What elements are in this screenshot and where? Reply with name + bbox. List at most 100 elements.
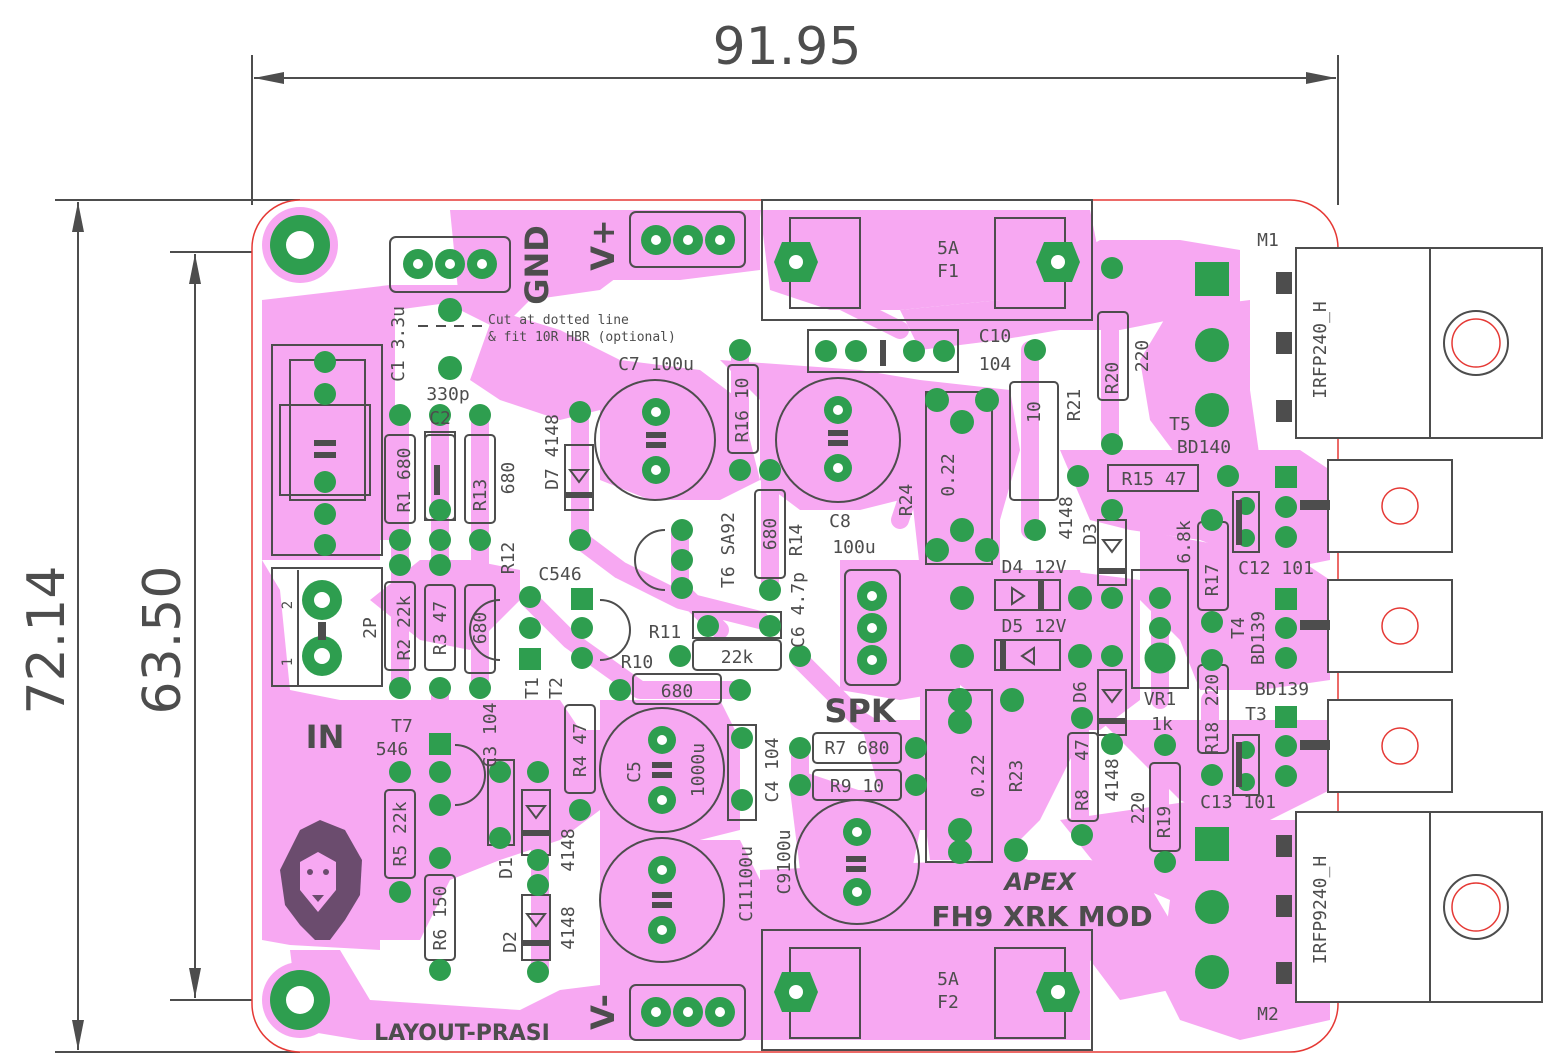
r17-value: 6.8k xyxy=(1174,520,1195,564)
c5-value: 1000u xyxy=(688,743,709,797)
c10-value: 104 xyxy=(979,354,1012,375)
d6-ref: D6 xyxy=(1070,681,1091,703)
pin1-label: 1 xyxy=(280,658,296,666)
d6-value: 4148 xyxy=(1102,758,1123,801)
t7-ref: T7 xyxy=(391,716,413,737)
c2-ref: C2 xyxy=(429,408,451,429)
c546-label: C546 xyxy=(538,564,581,585)
c4-label: C4 104 xyxy=(762,737,783,802)
transistor-t4-body xyxy=(1300,579,1453,673)
r7-label: R7 680 xyxy=(824,738,889,759)
c5-ref: C5 xyxy=(624,761,645,783)
r24-ref: R24 xyxy=(896,484,917,517)
d5-label: D5 12V xyxy=(1001,616,1066,637)
c3-label: C3 104 xyxy=(480,702,501,767)
mosfet-m1-part: IRFP240_H xyxy=(1310,301,1331,399)
r18-ref: R18 xyxy=(1202,722,1223,755)
c6-label: C6 4.7p xyxy=(788,572,809,648)
d4-label: D4 12V xyxy=(1001,557,1066,578)
apex-logo: APEX xyxy=(1002,868,1077,896)
fuse-f2-ref: F2 xyxy=(937,992,959,1013)
gnd-label: GND xyxy=(518,225,556,305)
fuse-f1-value: 5A xyxy=(937,238,959,259)
r12-value: 680 xyxy=(470,612,491,645)
r14-ref: R14 xyxy=(786,524,807,557)
d2-ref: D2 xyxy=(500,931,521,953)
d2-value: 4148 xyxy=(558,906,579,949)
c8-ref: C8 xyxy=(829,511,851,532)
r21-ref: R21 xyxy=(1064,389,1085,422)
r23-ref: R23 xyxy=(1006,760,1027,793)
inner-height-dimension: 63.50 xyxy=(133,566,193,715)
mosfet-m2-part: IRFP9240_H xyxy=(1310,856,1331,964)
c2-value: 330p xyxy=(426,384,469,405)
vplus-label: V+ xyxy=(584,219,622,271)
input-pins-label: 2P xyxy=(360,617,381,639)
c10-ref: C10 xyxy=(979,326,1012,347)
r21-value: 10 xyxy=(1024,401,1045,423)
outer-height-dimension: 72.14 xyxy=(17,566,77,715)
pads xyxy=(302,225,1297,1027)
transistor-t3-body xyxy=(1300,699,1453,793)
width-dimension: 91.95 xyxy=(713,17,862,77)
r8-ref: R8 xyxy=(1072,789,1093,811)
cut-note-2: & fit 10R HBR (optional) xyxy=(488,330,676,345)
cut-note-1: Cut at dotted line xyxy=(488,313,629,328)
mosfet-m2-ref: M2 xyxy=(1257,1004,1279,1025)
r23-value: 0.22 xyxy=(968,754,989,797)
t5-part: BD140 xyxy=(1177,437,1231,458)
r10-value: 680 xyxy=(661,681,694,702)
c1-label: C1 3.3u xyxy=(388,306,409,382)
d7-label: D7 4148 xyxy=(542,414,563,490)
vr1-value: 1k xyxy=(1151,714,1173,735)
r18-value: 220 xyxy=(1202,674,1223,707)
pin2-label: 2 xyxy=(280,601,296,609)
r19-value: 220 xyxy=(1128,792,1149,825)
spk-label: SPK xyxy=(824,692,897,730)
r13-ref: R13 xyxy=(470,479,491,512)
c13-label: C13 101 xyxy=(1200,792,1276,813)
r11-ref: R11 xyxy=(649,622,682,643)
t7-part: 546 xyxy=(376,739,409,760)
c12-label: C12 101 xyxy=(1238,558,1314,579)
d3-ref: D3 xyxy=(1080,523,1101,545)
c8-value: 100u xyxy=(832,537,875,558)
c9-label: C9100u xyxy=(774,829,795,894)
r11-value: 22k xyxy=(721,647,754,668)
r4-label: R4 47 xyxy=(570,723,591,777)
board-name: FH9 XRK MOD xyxy=(931,900,1152,933)
r3-label: R3 47 xyxy=(430,601,451,655)
t4-ref: T4 xyxy=(1228,617,1249,639)
c7-label: C7 100u xyxy=(618,354,694,375)
vminus-label: V- xyxy=(584,994,622,1030)
t3-part: BD139 xyxy=(1255,679,1309,700)
r16-label: R16 10 xyxy=(732,377,753,442)
r6-label: R6 150 xyxy=(430,885,451,950)
r19-ref: R19 xyxy=(1154,806,1175,839)
vr1-ref: VR1 xyxy=(1144,689,1177,710)
in-label: IN xyxy=(306,718,345,756)
t5-ref: T5 xyxy=(1169,414,1191,435)
r17-ref: R17 xyxy=(1202,564,1223,597)
mosfet-m1-body xyxy=(1276,247,1543,439)
mounting-hole-bottom-left xyxy=(262,962,338,1038)
t3-ref: T3 xyxy=(1245,704,1267,725)
mounting-hole-top-left xyxy=(262,207,338,283)
fuse-f2-value: 5A xyxy=(937,969,959,990)
r24-value: 0.22 xyxy=(938,453,959,496)
d1-value: 4148 xyxy=(558,828,579,871)
c11-label: C11100u xyxy=(736,846,757,922)
d3-value: 4148 xyxy=(1056,496,1077,539)
r9-label: R9 10 xyxy=(830,776,884,797)
lion-logo xyxy=(280,820,362,940)
r12-ref: R12 xyxy=(498,542,519,575)
diode-bodies xyxy=(314,340,1242,946)
r14-value: 680 xyxy=(760,518,781,551)
r15-label: R15 47 xyxy=(1121,469,1186,490)
r13-value: 680 xyxy=(498,462,519,495)
dimension-lines xyxy=(55,55,1339,1053)
r20-value: 220 xyxy=(1132,340,1153,373)
d1-ref: D1 xyxy=(496,857,517,879)
mosfet-m2-body xyxy=(1276,811,1543,1003)
